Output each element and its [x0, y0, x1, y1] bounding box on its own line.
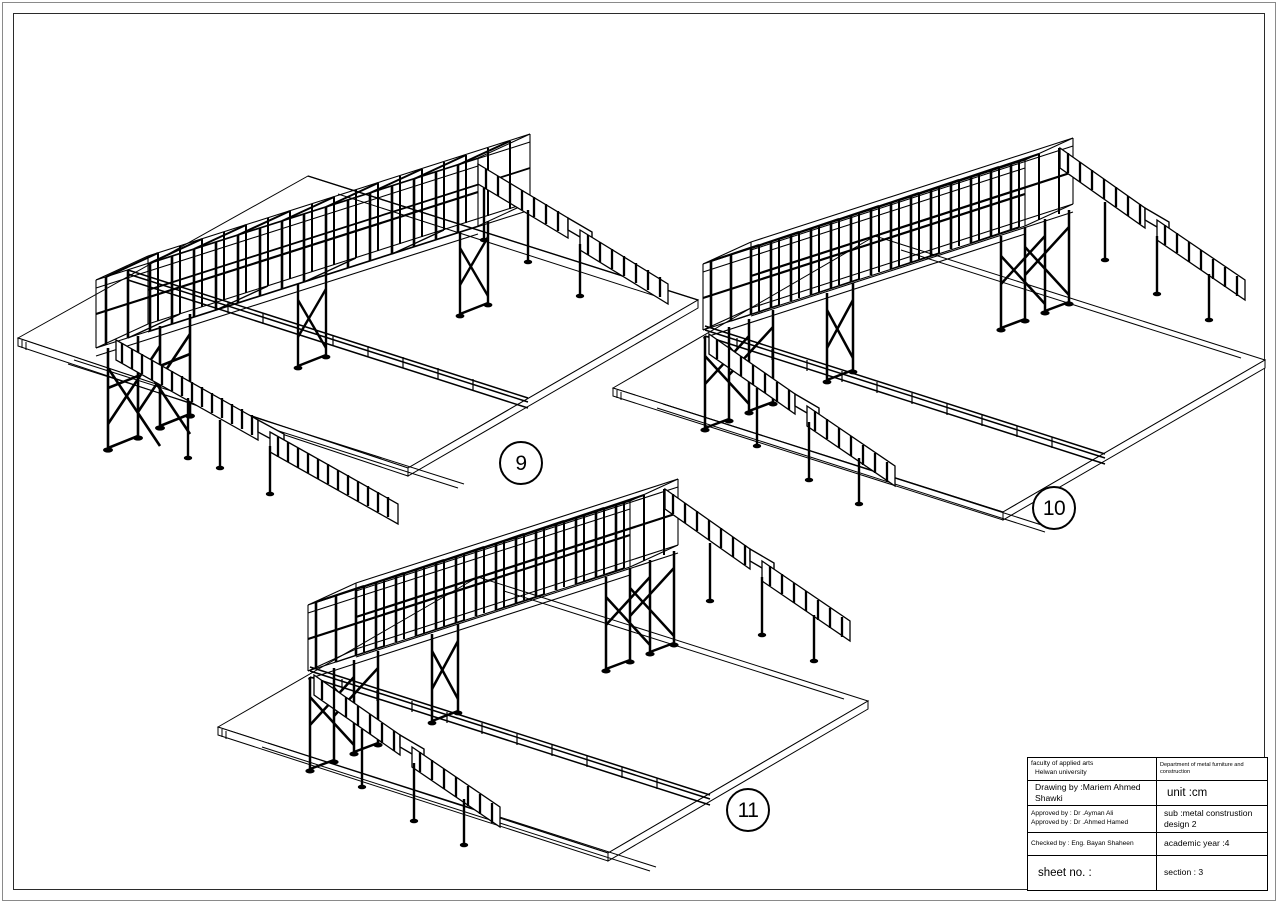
sheet-no-cell: sheet no. : [1028, 856, 1157, 890]
department-label: Department of metal furniture and constr… [1160, 761, 1244, 775]
view-10-balloon: 10 [1032, 486, 1076, 530]
checked-by-cell: Checked by : Eng. Bayan Shaheen [1028, 833, 1157, 855]
approved-by-line-2: Approved by : Dr .Ahmed Hamed [1031, 819, 1129, 826]
title-block: faculty of applied arts Helwan universit… [1027, 757, 1268, 891]
academic-year-label: academic year :4 [1164, 838, 1230, 849]
title-block-row-faculty: faculty of applied arts Helwan universit… [1028, 758, 1267, 781]
faculty-line-2: Helwan university [1035, 769, 1087, 776]
view-11-balloon: 11 [726, 788, 770, 832]
subject-cell: sub :metal construstion design 2 [1157, 806, 1267, 832]
department-cell: Department of metal furniture and constr… [1157, 758, 1267, 780]
title-block-row-sheet-no: sheet no. : section : 3 [1028, 856, 1267, 890]
faculty-line-1: faculty of applied arts [1031, 760, 1094, 768]
unit-cell: unit :cm [1157, 781, 1267, 805]
title-block-row-approved-by: Approved by : Dr .Ayman Ali Approved by … [1028, 806, 1267, 833]
section-label: section : 3 [1164, 867, 1204, 878]
view-11-footbridge [200, 435, 880, 875]
view-9-footbridge [8, 48, 708, 526]
view-9-balloon: 9 [499, 441, 543, 485]
approved-by-cell: Approved by : Dr .Ayman Ali Approved by … [1028, 806, 1157, 832]
academic-year-cell: academic year :4 [1157, 833, 1267, 855]
drawing-by-cell: Drawing by :Mariem Ahmed Shawki [1028, 781, 1157, 805]
title-block-row-drawing-by: Drawing by :Mariem Ahmed Shawki unit :cm [1028, 781, 1267, 806]
drawing-by-line-2: Shawki [1035, 793, 1063, 803]
section-cell: section : 3 [1157, 856, 1267, 890]
sheet-no-label: sheet no. : [1038, 866, 1092, 879]
faculty-cell: faculty of applied arts Helwan universit… [1028, 758, 1157, 780]
unit-label: unit :cm [1167, 786, 1208, 799]
approved-by-line-1: Approved by : Dr .Ayman Ali [1031, 810, 1114, 818]
view-10-footbridge [605, 108, 1280, 533]
drawing-by-line-1: Drawing by :Mariem Ahmed [1035, 781, 1141, 792]
subject-line-1: sub :metal construstion [1164, 807, 1253, 818]
subject-line-2: design 2 [1164, 819, 1197, 829]
title-block-row-checked-by: Checked by : Eng. Bayan Shaheen academic… [1028, 833, 1267, 856]
sheet-border-inner [13, 13, 1265, 890]
checked-by-label: Checked by : Eng. Bayan Shaheen [1031, 839, 1134, 847]
